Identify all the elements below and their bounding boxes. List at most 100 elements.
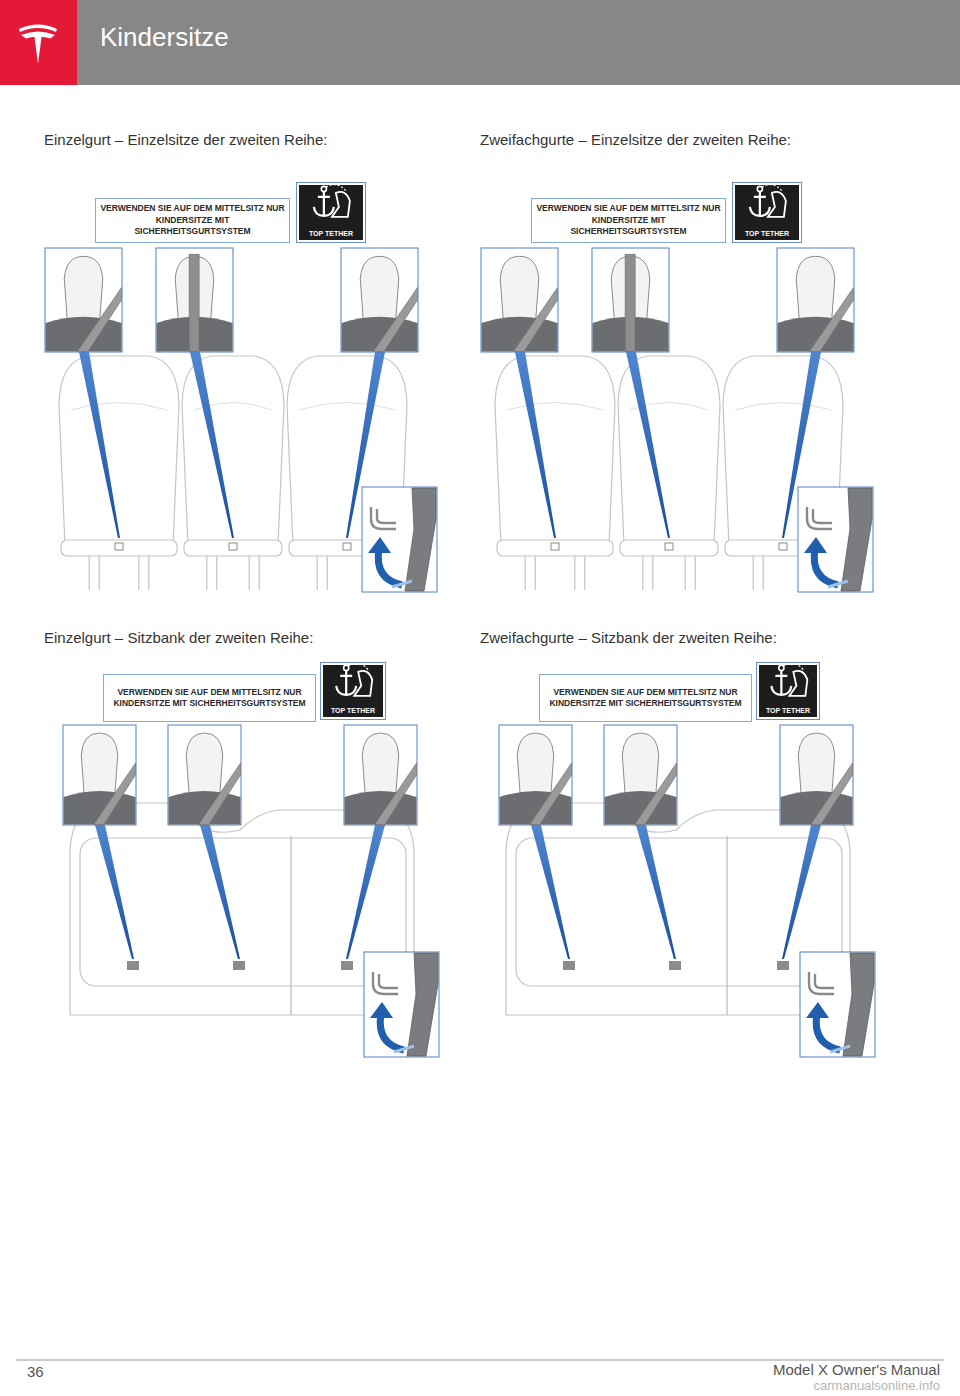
label-text: TOP TETHER bbox=[733, 230, 801, 237]
tether-dash bbox=[783, 664, 803, 670]
leader-line bbox=[515, 352, 556, 538]
bench-outline bbox=[70, 803, 414, 1015]
label-text: TOP TETHER bbox=[297, 230, 365, 237]
motion-arrow bbox=[814, 549, 838, 585]
watermark: carmanualsonline.info bbox=[814, 1378, 940, 1393]
bench-floor bbox=[506, 1014, 850, 1015]
seat-back bbox=[618, 356, 720, 545]
seat-seam bbox=[507, 403, 603, 411]
seat-leg bbox=[249, 556, 259, 590]
belt-strap bbox=[94, 763, 136, 825]
belt-strap bbox=[189, 254, 199, 351]
seat-leg bbox=[139, 556, 149, 590]
motion-arrowhead bbox=[368, 537, 391, 553]
anchor-ring bbox=[779, 665, 784, 670]
seat-anchor bbox=[551, 543, 559, 550]
inset-frame bbox=[344, 725, 417, 825]
tether-dash bbox=[326, 185, 346, 191]
belt-strap bbox=[373, 288, 417, 352]
leader-line bbox=[626, 352, 670, 538]
header-bar bbox=[0, 0, 960, 85]
top-tether-icon: TOP TETHER bbox=[732, 182, 802, 243]
leader-line bbox=[531, 825, 570, 959]
inset-frame bbox=[362, 487, 437, 592]
seat-leg bbox=[317, 556, 327, 590]
inset-frame bbox=[481, 248, 558, 352]
leader-line bbox=[636, 825, 676, 959]
top-tether-icon: TOP TETHER bbox=[320, 662, 386, 720]
belt-strap bbox=[375, 763, 417, 825]
belt-strap bbox=[811, 763, 853, 825]
leader-line bbox=[200, 825, 240, 959]
seat-leg bbox=[685, 556, 695, 590]
seat-back bbox=[59, 356, 179, 545]
motion-arrowhead bbox=[804, 537, 827, 553]
leader-line bbox=[95, 825, 134, 959]
seat-leg bbox=[753, 556, 763, 590]
tether-hook bbox=[373, 972, 398, 994]
seat-anchor bbox=[343, 543, 351, 550]
inset-frame bbox=[499, 725, 572, 825]
tether-hook bbox=[371, 507, 396, 529]
inset-frame bbox=[798, 487, 873, 592]
anchor-symbol bbox=[771, 670, 791, 695]
tether-strap bbox=[407, 953, 438, 1056]
seat-row-figure bbox=[481, 248, 873, 592]
inset-frame bbox=[45, 248, 122, 352]
inset-frame bbox=[777, 248, 854, 352]
seat-seam bbox=[735, 403, 831, 411]
seat-leg bbox=[643, 556, 653, 590]
warning-label: VERWENDEN SIE AUF DEM MITTELSITZ NUR KIN… bbox=[95, 198, 290, 243]
seat-anchor bbox=[779, 543, 787, 550]
seat-anchor bbox=[127, 961, 139, 970]
inset-frame bbox=[341, 248, 418, 352]
bench-split bbox=[290, 836, 291, 1015]
seat-base bbox=[184, 540, 282, 556]
belt-strap bbox=[809, 288, 853, 352]
anchor-ring bbox=[344, 665, 349, 670]
bench-figure bbox=[63, 725, 439, 1057]
anchor-symbol bbox=[314, 191, 334, 216]
motion-ghost bbox=[828, 581, 848, 587]
motion-ghost bbox=[830, 1046, 850, 1052]
belt-strap bbox=[199, 763, 241, 825]
top-tether-icon: TOP TETHER bbox=[756, 662, 820, 720]
warning-label: VERWENDEN SIE AUF DEM MITTELSITZ NUR KIN… bbox=[531, 198, 726, 243]
tether-strap bbox=[405, 488, 436, 591]
seat-leg bbox=[207, 556, 217, 590]
seat-base bbox=[620, 540, 718, 556]
inset-frame bbox=[592, 248, 669, 352]
motion-arrow bbox=[378, 549, 402, 585]
seat-back bbox=[495, 356, 615, 545]
belt-strap bbox=[635, 763, 677, 825]
seat-anchor bbox=[665, 543, 673, 550]
leader-line bbox=[190, 352, 234, 538]
motion-ghost bbox=[394, 1046, 414, 1052]
logo-t bbox=[21, 32, 55, 65]
label-text: VERWENDEN SIE AUF DEM MITTELSITZ NUR KIN… bbox=[100, 203, 285, 237]
section-heading: Zweifachgurte – Sitzbank der zweiten Rei… bbox=[480, 629, 777, 646]
seat-leg bbox=[525, 556, 535, 590]
bench-outline bbox=[506, 803, 850, 1015]
section-heading: Zweifachgurte – Einzelsitze der zweiten … bbox=[480, 131, 791, 148]
page-title: Kindersitze bbox=[100, 22, 229, 53]
seat-anchor bbox=[115, 543, 123, 550]
logo-arc bbox=[19, 25, 57, 33]
section-heading: Einzelgurt – Sitzbank der zweiten Reihe: bbox=[44, 629, 313, 646]
motion-arrowhead bbox=[370, 1002, 393, 1018]
tether-hook bbox=[807, 507, 832, 529]
child-seat-symbol bbox=[332, 192, 350, 217]
belt-strap bbox=[625, 254, 635, 351]
label-text: VERWENDEN SIE AUF DEM MITTELSITZ NUR KIN… bbox=[536, 203, 721, 237]
warning-label: VERWENDEN SIE AUF DEM MITTELSITZ NUR KIN… bbox=[103, 674, 316, 722]
child-seat-symbol bbox=[789, 671, 807, 696]
seat-anchor bbox=[341, 961, 353, 970]
logo-box bbox=[0, 0, 77, 85]
anchor-ring bbox=[321, 186, 326, 191]
bench-floor bbox=[70, 1014, 414, 1015]
seat-leg bbox=[575, 556, 585, 590]
child-seat-symbol bbox=[768, 192, 786, 217]
leader-line bbox=[79, 352, 120, 538]
seat-back bbox=[182, 356, 284, 545]
